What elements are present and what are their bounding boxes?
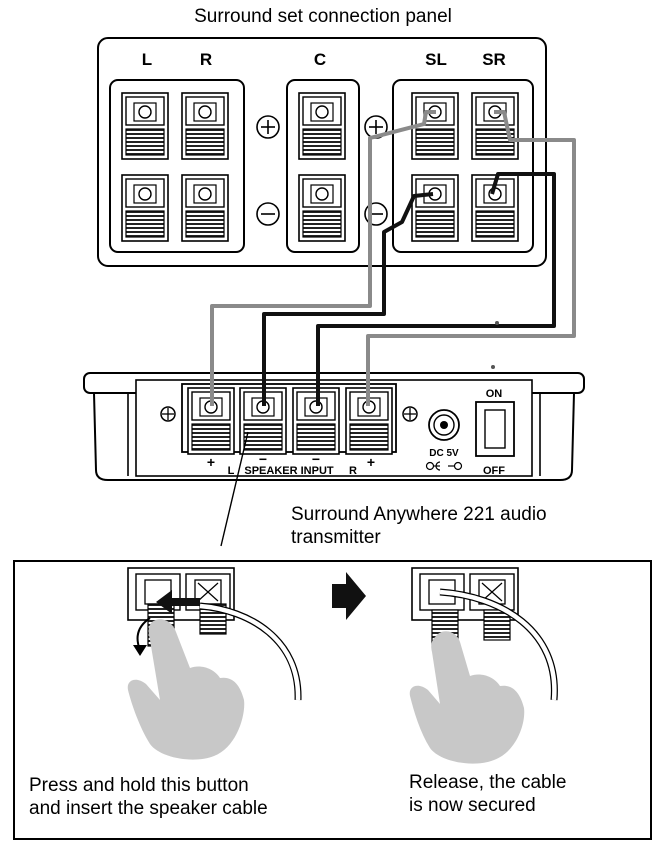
terminal-r-minus bbox=[181, 174, 229, 242]
instruction-box bbox=[13, 560, 652, 840]
speaker-wires bbox=[210, 110, 576, 406]
wire-sl-plus bbox=[210, 110, 436, 406]
insert-arrow-icon bbox=[156, 590, 200, 614]
dc-label: DC 5V bbox=[429, 448, 459, 459]
channel-label-c: C bbox=[314, 50, 326, 69]
wire-sr-plus bbox=[366, 110, 576, 406]
channel-label-l: L bbox=[142, 50, 152, 69]
screw-icon bbox=[160, 406, 176, 422]
step1-text-line2: and insert the speaker cable bbox=[29, 798, 268, 819]
speaker-input-label: SPEAKER INPUT bbox=[244, 465, 334, 477]
wire-sl-minus bbox=[262, 192, 434, 406]
plus-circle-icon bbox=[364, 115, 388, 139]
terminal-r-plus bbox=[181, 92, 229, 160]
off-label: OFF bbox=[483, 465, 505, 477]
dc-jack bbox=[428, 409, 460, 441]
terminal-l-plus bbox=[121, 92, 169, 160]
screw-icon bbox=[402, 406, 418, 422]
surround-connection-panel: Surround set connection panel L R C SL S… bbox=[97, 6, 547, 267]
polarity-minus-r: − bbox=[312, 451, 320, 467]
channel-label-sr: SR bbox=[482, 50, 506, 69]
input-label-l: L bbox=[228, 465, 235, 477]
step1-illustration bbox=[127, 567, 302, 760]
polarity-plus-r: + bbox=[367, 454, 375, 470]
polarity-minus-l: − bbox=[259, 451, 267, 467]
panel-title: Surround set connection panel bbox=[194, 6, 452, 27]
callout-line bbox=[220, 431, 249, 547]
step2-text-line1: Release, the cable bbox=[409, 772, 567, 793]
step1-text-line1: Press and hold this button bbox=[29, 775, 249, 796]
minus-circle-icon bbox=[256, 202, 280, 226]
dc-polarity-icon bbox=[425, 461, 463, 471]
step2-illustration bbox=[409, 567, 558, 764]
step2-text-line2: is now secured bbox=[409, 795, 536, 816]
wire-sr-minus bbox=[316, 172, 556, 406]
channel-label-r: R bbox=[200, 50, 212, 69]
press-down-arrow-icon bbox=[133, 645, 147, 656]
terminal-c-minus bbox=[298, 174, 346, 242]
terminal-sr-plus bbox=[471, 92, 519, 160]
next-step-arrow-icon bbox=[332, 572, 366, 620]
terminal-sl-minus bbox=[411, 174, 459, 242]
transmitter-caption-line1: Surround Anywhere 221 audio bbox=[291, 504, 547, 525]
terminal-l-minus bbox=[121, 174, 169, 242]
terminal-c-plus bbox=[298, 92, 346, 160]
on-label: ON bbox=[486, 388, 503, 400]
input-label-r: R bbox=[349, 465, 357, 477]
audio-transmitter: + L − − SPEAKER INPUT R + DC 5V ON OFF bbox=[83, 372, 585, 481]
plus-circle-icon bbox=[256, 115, 280, 139]
hand-icon bbox=[127, 619, 245, 760]
hand-icon bbox=[409, 631, 525, 764]
channel-label-sl: SL bbox=[425, 50, 447, 69]
polarity-plus-l: + bbox=[207, 454, 215, 470]
transmitter-caption-line2: transmitter bbox=[291, 527, 381, 548]
